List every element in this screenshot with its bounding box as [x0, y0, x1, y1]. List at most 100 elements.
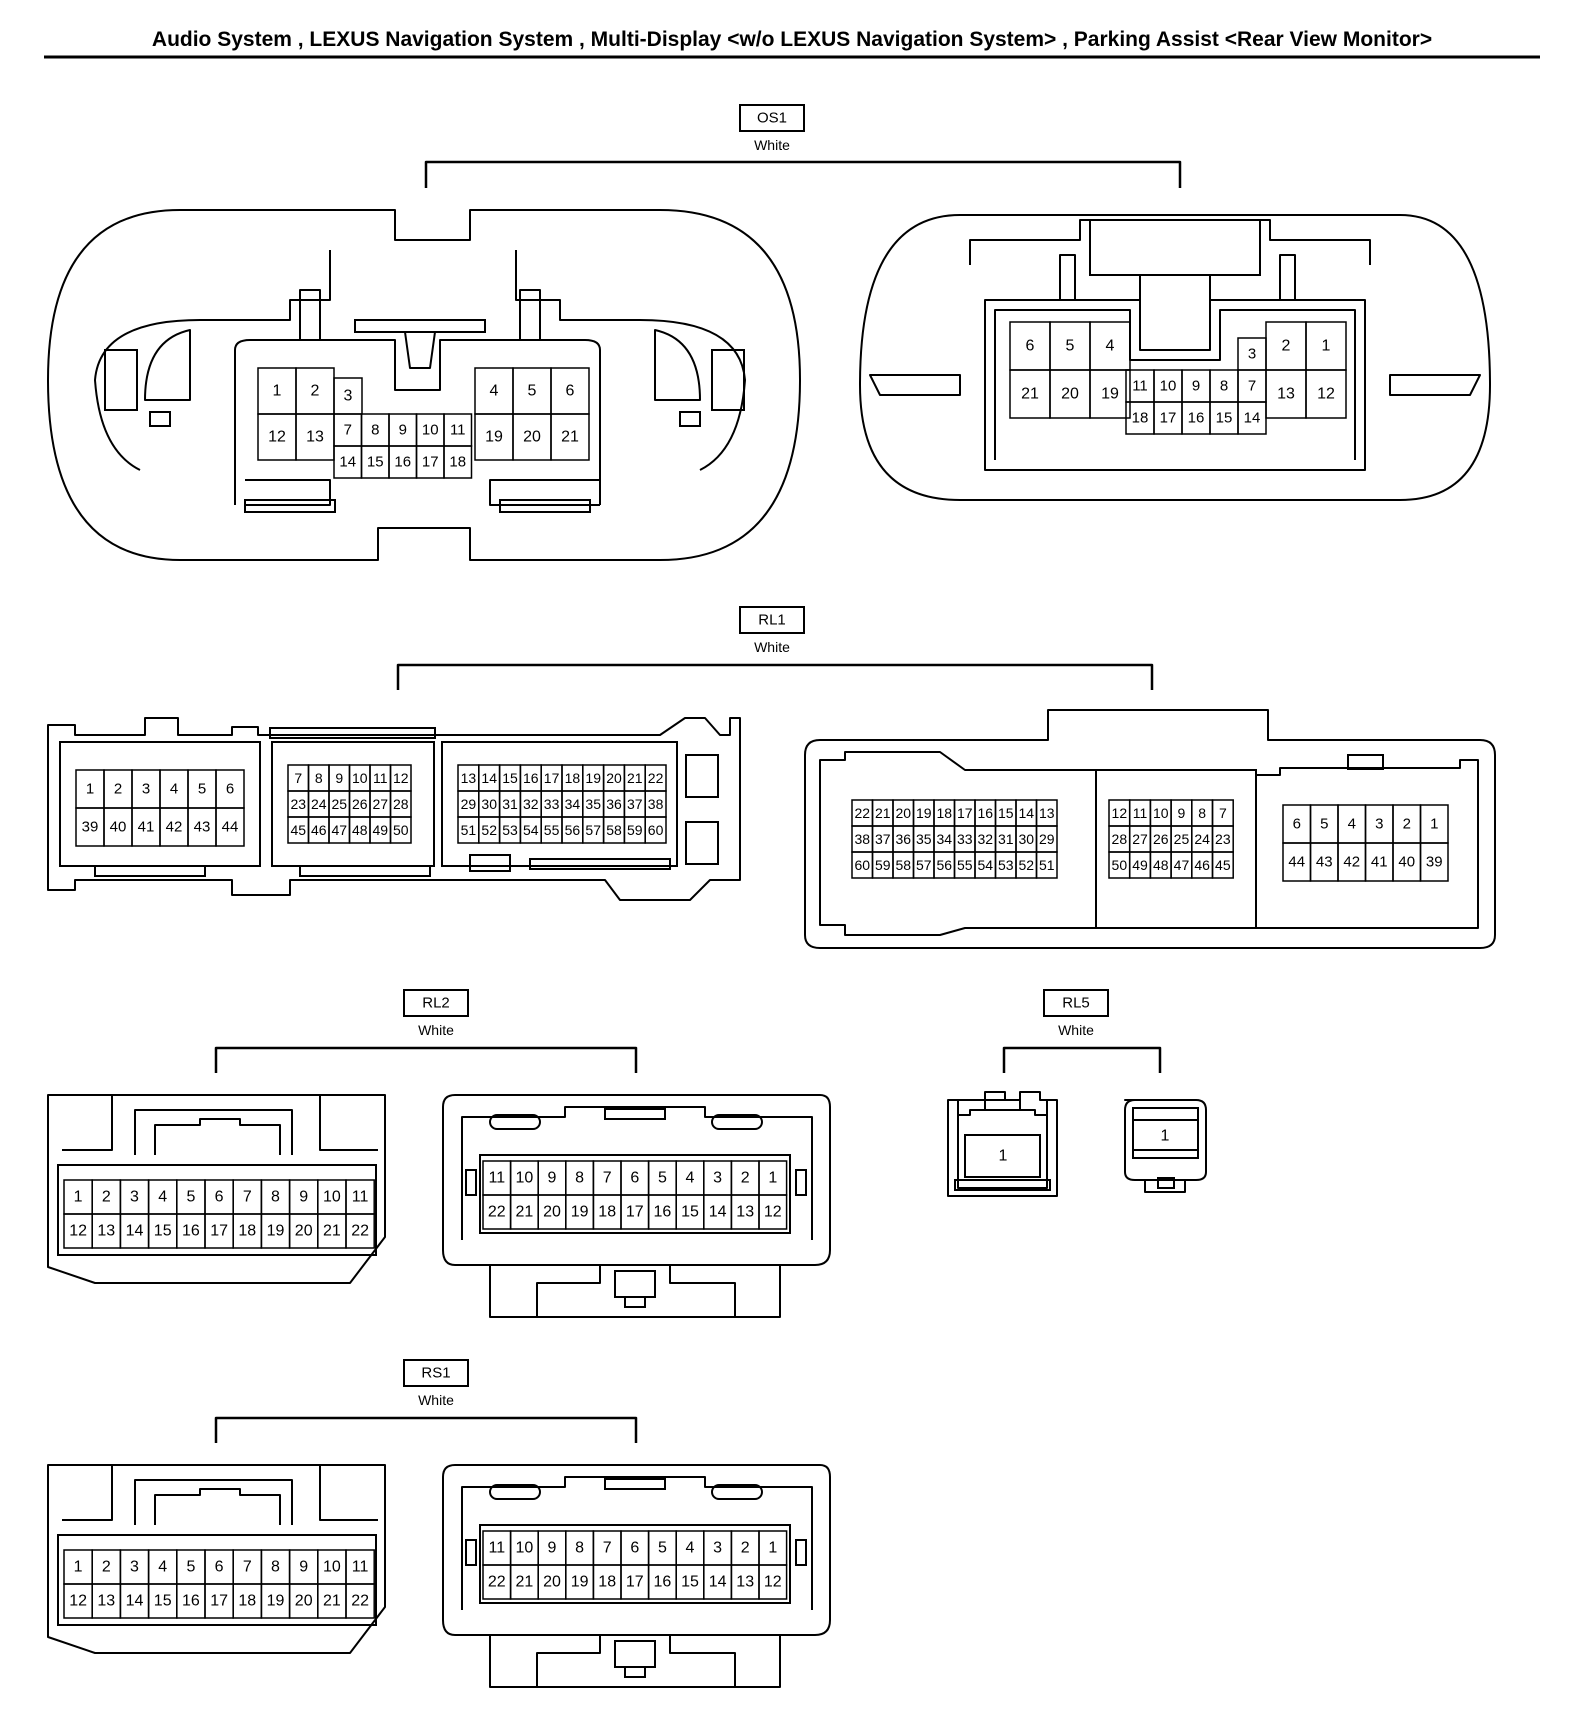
pin-number: 7	[243, 1559, 252, 1576]
top-key	[1347, 754, 1384, 770]
pin-number: 20	[295, 1593, 313, 1610]
inner-wall	[62, 1465, 378, 1521]
pin-number: 49	[372, 822, 388, 838]
bottom-tab	[1144, 1180, 1186, 1193]
pin-number: 33	[957, 831, 973, 847]
inner-wall	[1255, 759, 1479, 929]
pin-number: 12	[1112, 805, 1128, 821]
bottom-tab	[244, 499, 336, 513]
pin-number: 4	[686, 1540, 695, 1557]
pin-number: 7	[344, 422, 352, 439]
pin-number: 15	[502, 770, 518, 786]
pin-number: 21	[1021, 386, 1039, 403]
pin-number: 17	[422, 454, 439, 471]
pin-number: 30	[1018, 831, 1034, 847]
pin-number: 29	[1039, 831, 1055, 847]
pin-number: 11	[488, 1540, 505, 1557]
pin-number: 4	[1348, 816, 1356, 833]
pin-number: 1	[1161, 1128, 1170, 1145]
pin-number: 3	[130, 1189, 139, 1206]
pin-number: 14	[126, 1223, 144, 1240]
pin-number: 38	[854, 831, 870, 847]
bottom-tab	[94, 865, 206, 877]
pin-number: 36	[895, 831, 911, 847]
pin-frame	[57, 1164, 377, 1256]
pin-number: 39	[82, 819, 99, 836]
top-key	[154, 1488, 281, 1525]
inner-wall	[958, 1109, 1047, 1116]
pin-number: 42	[166, 819, 183, 836]
pin-number: 21	[627, 770, 643, 786]
bottom-tab	[469, 854, 511, 872]
top-key	[604, 1478, 666, 1490]
pin-number: 16	[182, 1223, 200, 1240]
pin-number: 10	[516, 1170, 534, 1187]
pin-number: 7	[1248, 378, 1256, 395]
pin-number: 8	[271, 1189, 280, 1206]
pin-number: 48	[1153, 857, 1169, 873]
pin-number: 3	[713, 1170, 722, 1187]
pin-number: 43	[1316, 854, 1333, 871]
housing	[47, 209, 801, 561]
pin-number: 41	[1371, 854, 1388, 871]
pin-number: 4	[686, 1170, 695, 1187]
pin-number: 14	[1244, 410, 1261, 427]
pin-number: 4	[158, 1559, 167, 1576]
pin-number: 1	[74, 1189, 83, 1206]
pin-number: 2	[102, 1559, 111, 1576]
pin-number: 7	[603, 1170, 612, 1187]
pin-number: 5	[658, 1540, 667, 1557]
pin-number: 56	[936, 857, 952, 873]
pin-cell	[1237, 401, 1267, 435]
pin-number: 13	[461, 770, 477, 786]
pin-number: 16	[654, 1574, 672, 1591]
pin-number: 13	[97, 1223, 115, 1240]
inner-wall	[536, 1635, 736, 1687]
pin-number: 20	[523, 429, 541, 446]
pin-number: 2	[311, 383, 320, 400]
pin-number: 6	[1026, 338, 1035, 355]
pin-number: 20	[895, 805, 911, 821]
pin-number: 34	[565, 796, 581, 812]
pin-number: 32	[523, 796, 539, 812]
pin-number: 3	[142, 781, 150, 798]
bottom-tab	[269, 727, 436, 739]
pin-number: 25	[1174, 831, 1190, 847]
pin-number: 7	[1219, 805, 1227, 821]
pin-number: 15	[154, 1593, 172, 1610]
pin-number: 17	[626, 1204, 644, 1221]
pin-number: 12	[69, 1223, 87, 1240]
pin-number: 45	[290, 822, 306, 838]
pin-number: 9	[399, 422, 407, 439]
pin-number: 17	[1160, 410, 1177, 427]
bottom-tab	[529, 858, 671, 870]
connector-id-box	[403, 989, 469, 1017]
pin-number: 3	[130, 1559, 139, 1576]
pin-number: 12	[268, 429, 286, 446]
pin-cell	[345, 1213, 375, 1249]
pin-cell	[389, 816, 412, 844]
connector-color: White	[1058, 1022, 1094, 1038]
pin-number: 4	[158, 1189, 167, 1206]
bottom-tab	[624, 1296, 646, 1308]
pin-number: 19	[571, 1574, 589, 1591]
pin-number: 19	[571, 1204, 589, 1221]
inner-wall	[245, 479, 600, 506]
pin-number: 24	[1194, 831, 1210, 847]
pin-number: 3	[1375, 816, 1383, 833]
connector-id: RL1	[758, 612, 786, 629]
inner-wall	[1095, 769, 1257, 929]
pin-number: 19	[485, 429, 503, 446]
housing	[47, 1464, 386, 1654]
pin-number: 21	[323, 1223, 341, 1240]
pin-number: 9	[299, 1559, 308, 1576]
pin-number: 16	[523, 770, 539, 786]
pin-number: 15	[681, 1574, 699, 1591]
housing	[47, 717, 741, 901]
pin-number: 1	[1430, 816, 1438, 833]
pin-number: 13	[97, 1593, 115, 1610]
connector-id: RL2	[422, 995, 450, 1012]
pin-number: 46	[311, 822, 327, 838]
pin-cell	[345, 1583, 375, 1619]
